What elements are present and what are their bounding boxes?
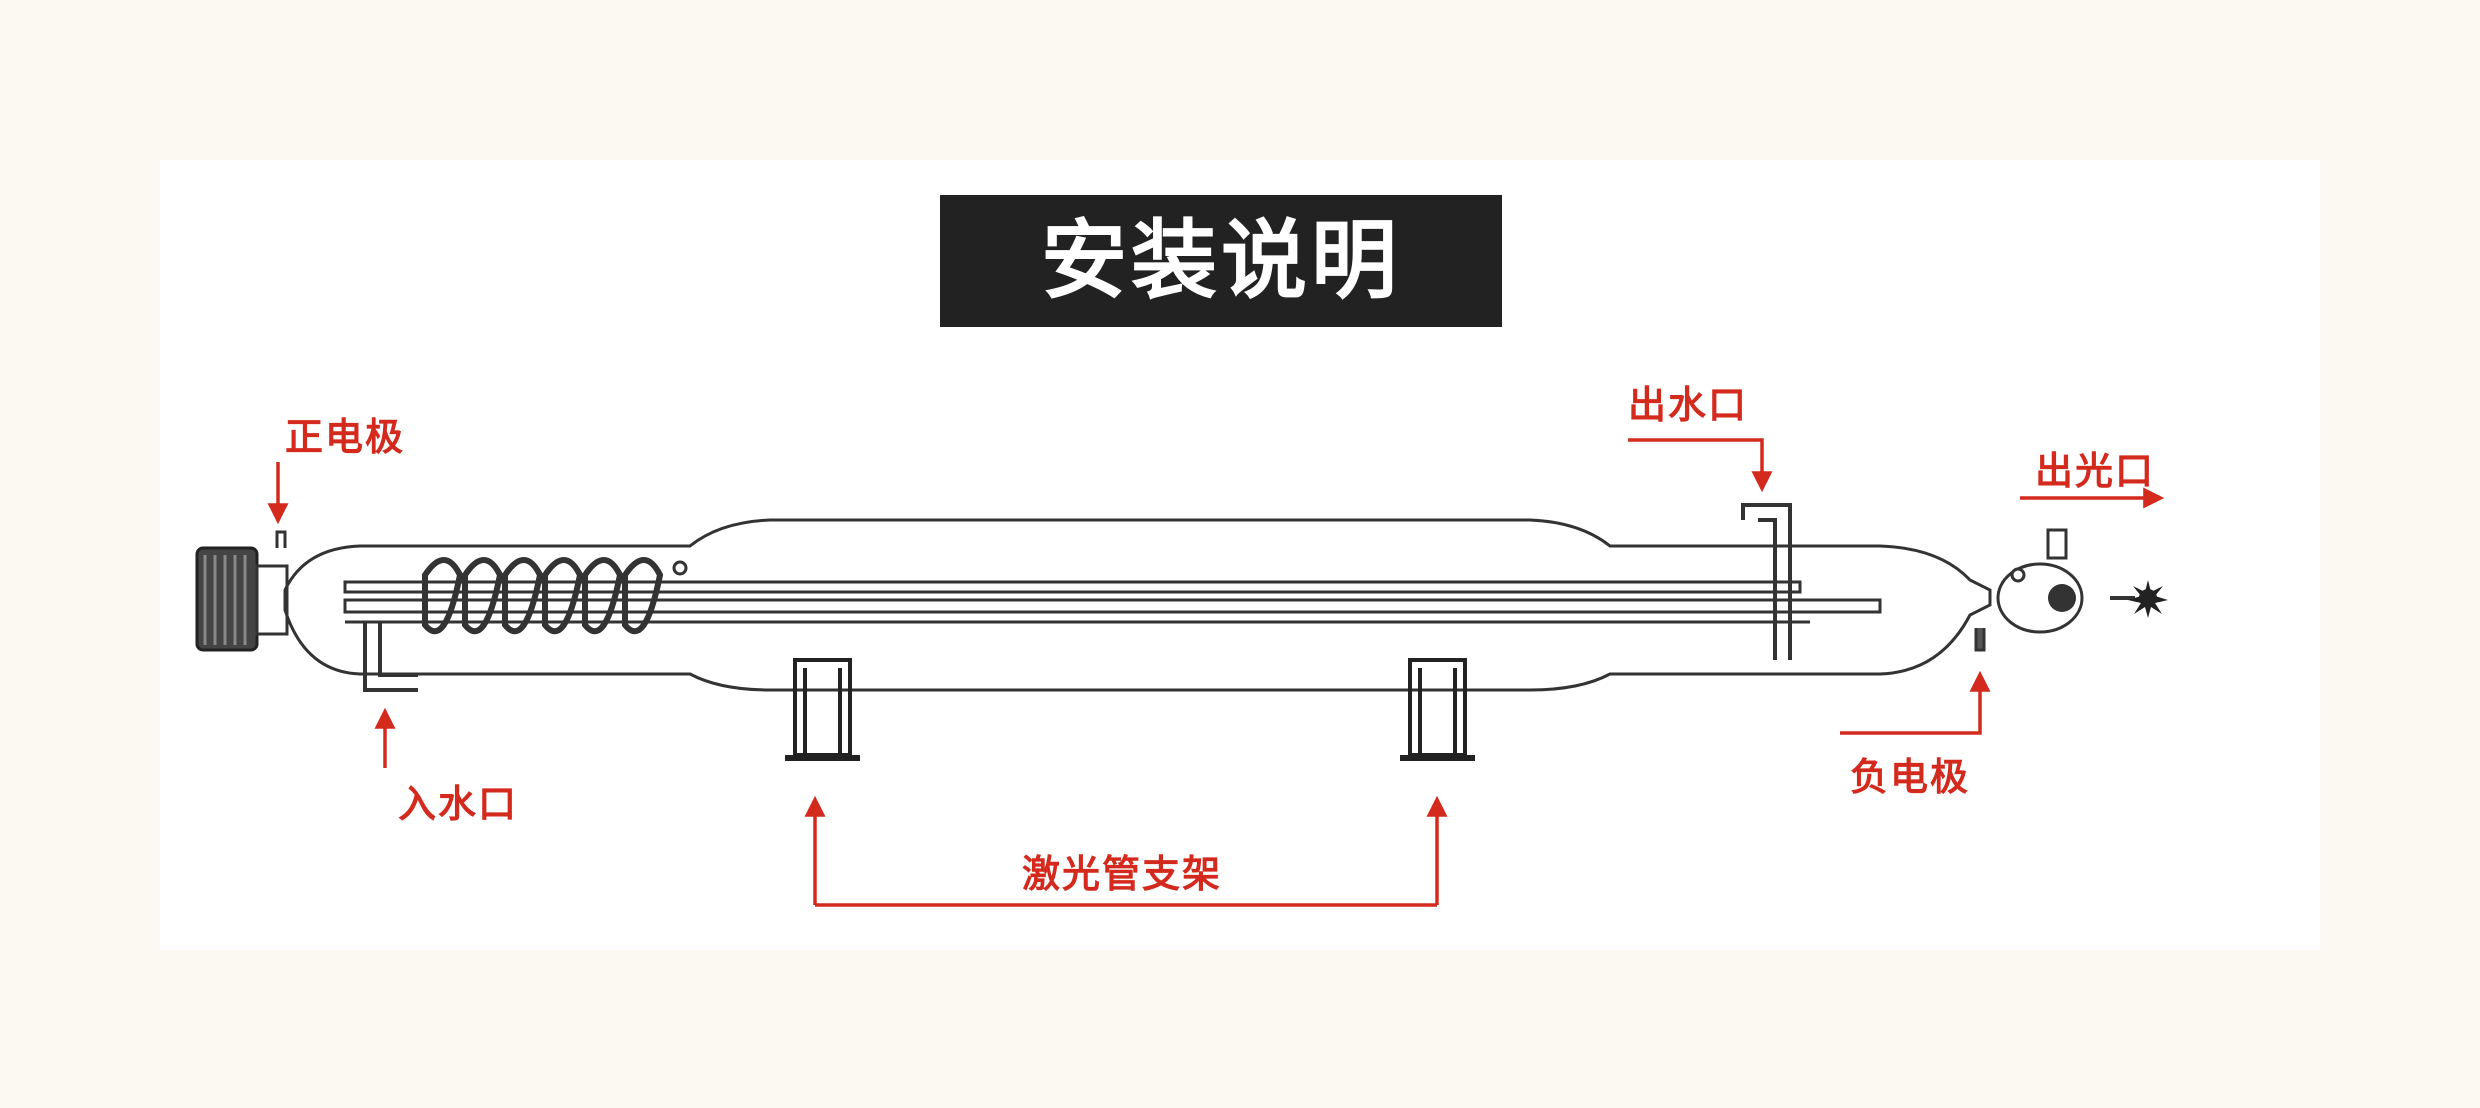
tube-support-left <box>785 658 860 761</box>
annotation-arrows <box>267 438 2165 907</box>
tube-support-right <box>1400 658 1475 761</box>
negative-electrode-pin <box>1974 628 1986 652</box>
inner-tube-lower <box>343 598 1882 614</box>
tube-outer-glass <box>283 518 1992 692</box>
title-banner: 安装说明 <box>940 195 1502 327</box>
label-water-outlet: 出水口 <box>1628 383 1749 427</box>
coil-end-cap <box>672 560 688 576</box>
water-outlet-pipe <box>1741 503 1792 660</box>
water-outlet-pipe-inner <box>1758 518 1777 660</box>
inner-tube-upper <box>343 580 1802 594</box>
label-water-inlet: 入水口 <box>398 782 519 826</box>
water-inlet-pipe-inner <box>378 622 418 677</box>
output-window <box>1996 528 2084 634</box>
left-end-cap <box>195 546 289 652</box>
label-positive-electrode: 正电极 <box>285 415 406 459</box>
label-negative-electrode: 负电极 <box>1850 755 1971 799</box>
laser-beam-burst-icon <box>2128 580 2168 618</box>
gas-return-coil <box>422 557 664 634</box>
arrow-water-outlet <box>1628 438 1773 493</box>
positive-electrode-pin <box>275 530 287 548</box>
label-light-outlet: 出光口 <box>2035 449 2156 493</box>
arrow-negative-electrode <box>1840 670 1991 735</box>
water-inlet-pipe <box>363 622 418 692</box>
page-title: 安装说明 <box>1041 211 1401 311</box>
label-tube-support: 激光管支架 <box>1022 852 1223 896</box>
